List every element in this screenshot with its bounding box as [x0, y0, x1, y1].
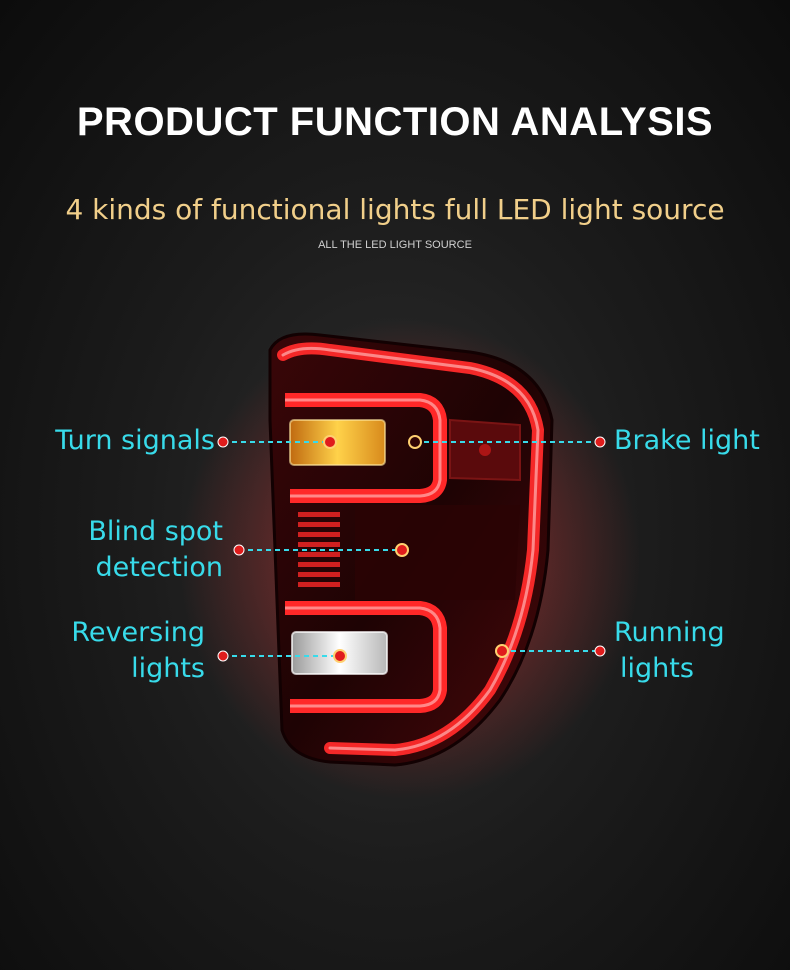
blind-spot-line-2: detection: [95, 552, 223, 583]
running-marker: [594, 645, 606, 657]
reversing-line-1: Reversing: [71, 617, 205, 648]
reversing-marker: [217, 650, 229, 662]
turn-signal-marker: [217, 436, 229, 448]
page-subtitle: 4 kinds of functional lights full LED li…: [65, 193, 725, 226]
brake-light-label: Brake light: [614, 423, 784, 459]
page-caption: ALL THE LED LIGHT SOURCE: [318, 239, 472, 251]
brake-light-text: Brake light: [614, 425, 760, 456]
turn-signals-text: Turn signals: [55, 425, 215, 456]
running-line-2: lights: [620, 653, 694, 684]
blind-spot-line-1: Blind spot: [88, 516, 223, 547]
blind-spot-label: Blind spot detection: [30, 514, 223, 586]
reversing-line-2: lights: [131, 653, 205, 684]
turn-signal-lens: [290, 420, 385, 465]
blind-spot-marker: [233, 544, 245, 556]
page-title: PRODUCT FUNCTION ANALYSIS: [76, 100, 714, 144]
running-label: Running lights: [614, 615, 774, 687]
brake-light-marker: [594, 436, 606, 448]
turn-signals-label: Turn signals: [30, 423, 215, 459]
reversing-label: Reversing lights: [30, 615, 205, 687]
blind-spot-stripes: [298, 512, 340, 587]
running-line-1: Running: [614, 617, 725, 648]
blind-spot-panel: [355, 505, 520, 600]
